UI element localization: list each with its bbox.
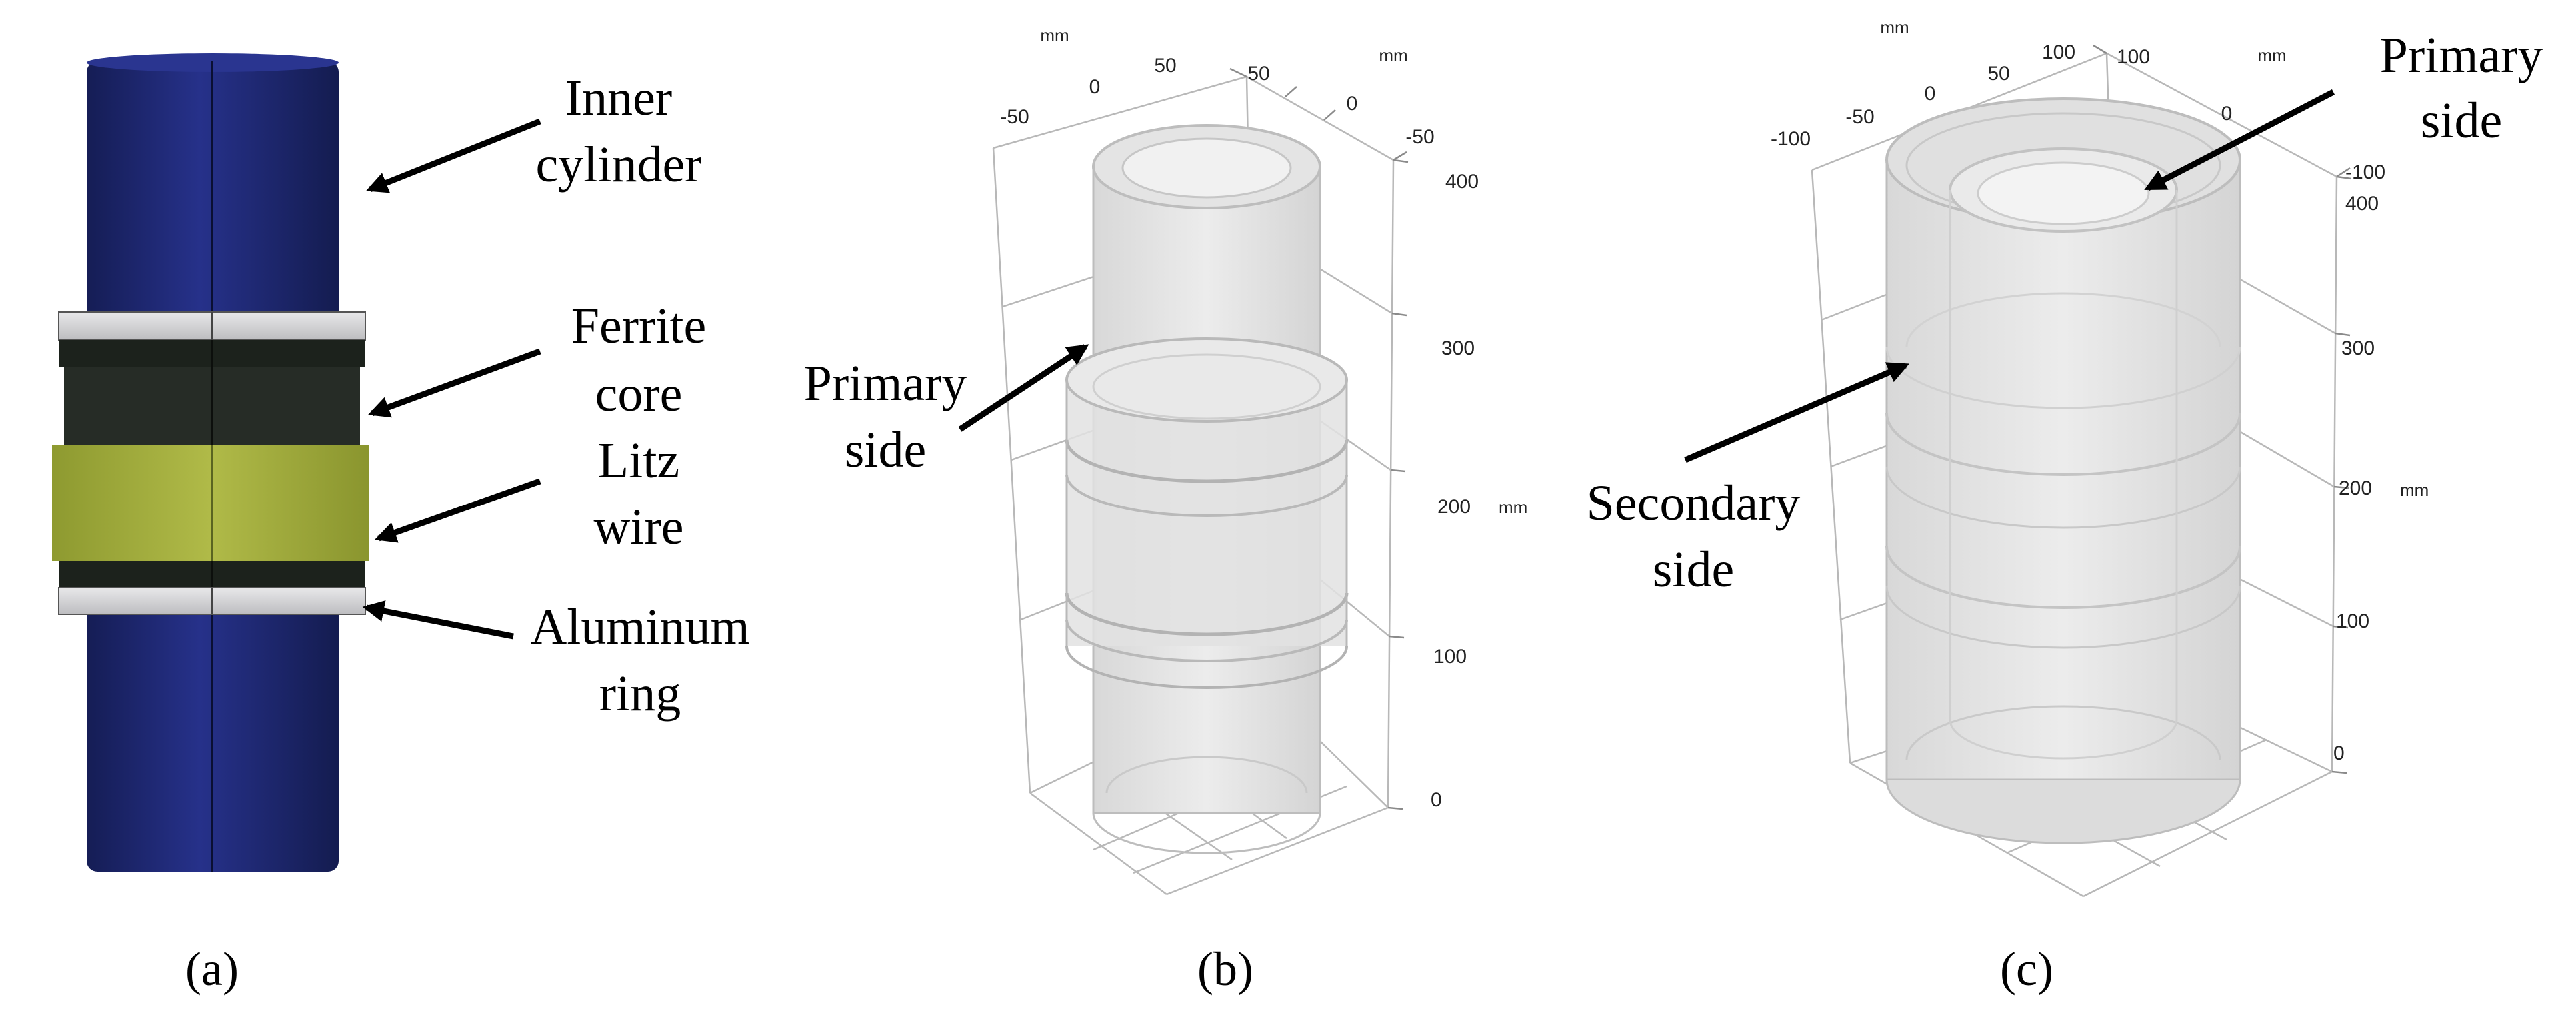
b-x-tick-2: 50	[1154, 55, 1176, 77]
b-x-tick-0: -50	[1000, 106, 1029, 128]
c-z-unit: mm	[2400, 480, 2429, 500]
panel-a: Inner cylinder Ferrite core Litz wire Al…	[52, 53, 750, 996]
aluminum-ring-bottom	[58, 587, 366, 615]
panel-c-label: (c)	[2000, 942, 2053, 996]
c-y-tick-0: 100	[2117, 46, 2150, 68]
c-z-tick-200: 200	[2339, 477, 2372, 499]
panel-a-label: (a)	[185, 942, 239, 996]
c-x-tick-2: 0	[1925, 83, 1936, 105]
b-z-tick-100: 100	[1433, 646, 1467, 668]
b-z-tick-200: 200	[1437, 496, 1471, 518]
c-y-tick-1: 0	[2221, 103, 2233, 125]
litz-wire	[52, 445, 369, 561]
c-x-unit: mm	[1880, 17, 1909, 37]
b-z-tick-300: 300	[1441, 337, 1475, 359]
panel-c: -100 -50 0 50 100 mm 100 0 -100 mm 400 3…	[1587, 17, 2543, 996]
callout-aluminum-ring-1: Aluminum	[530, 599, 749, 655]
b-z-unit: mm	[1499, 497, 1527, 517]
ferrite-core	[59, 340, 365, 588]
callout-ferrite-core-1: Ferrite	[571, 298, 707, 354]
c-callout-secondary-2: side	[1653, 542, 1734, 598]
callout-aluminum-ring-2: ring	[599, 666, 681, 722]
c-callout-secondary-1: Secondary	[1587, 475, 1801, 531]
primary-cylinder-model	[1065, 124, 1349, 854]
callout-litz-wire-1: Litz	[598, 433, 679, 489]
c-z-tick-400: 400	[2345, 193, 2379, 215]
panel-b-label: (b)	[1197, 942, 1253, 996]
c-x-tick-1: -50	[1845, 106, 1874, 128]
c-y-unit: mm	[2257, 45, 2286, 65]
c-x-tick-3: 50	[1987, 63, 2009, 85]
callout-ferrite-core-2: core	[595, 366, 683, 422]
c-z-tick-300: 300	[2341, 337, 2375, 359]
b-y-tick-0: 50	[1247, 63, 1269, 85]
b-callout-primary-2: side	[845, 422, 926, 478]
c-callout-primary-1: Primary	[2380, 27, 2543, 83]
b-z-tick-0: 0	[1431, 789, 1442, 811]
b-x-tick-1: 0	[1089, 76, 1101, 98]
c-x-tick-4: 100	[2042, 41, 2075, 63]
c-z-tick-100: 100	[2336, 610, 2369, 632]
callout-litz-wire-2: wire	[593, 499, 683, 555]
c-y-tick-2: -100	[2345, 161, 2385, 183]
callout-inner-cylinder-1: Inner	[565, 70, 672, 126]
b-y-tick-2: -50	[1405, 126, 1434, 148]
b-x-unit: mm	[1040, 25, 1069, 45]
callout-inner-cylinder-2: cylinder	[535, 137, 701, 193]
c-callout-primary-2: side	[2421, 93, 2502, 149]
panel-b: -50 0 50 mm 50 0 -50 mm 400 300 200 mm 1…	[804, 25, 1528, 996]
aluminum-ring-top	[58, 311, 366, 341]
c-x-tick-0: -100	[1771, 128, 1811, 150]
b-z-tick-400: 400	[1445, 171, 1479, 193]
b-y-tick-1: 0	[1347, 93, 1358, 115]
b-y-unit: mm	[1379, 45, 1407, 65]
b-callout-primary-1: Primary	[804, 355, 967, 411]
c-z-tick-0: 0	[2333, 742, 2345, 764]
primary-cylinder-model-inner	[1949, 147, 2178, 760]
